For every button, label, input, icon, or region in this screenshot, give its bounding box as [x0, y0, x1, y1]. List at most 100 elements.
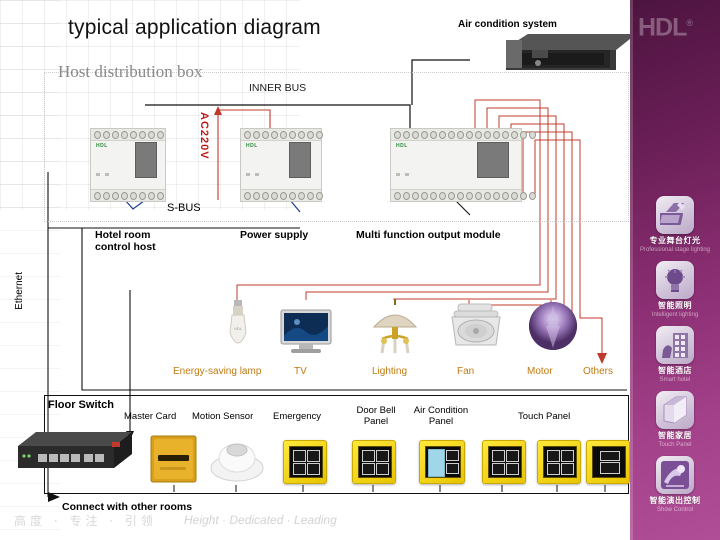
panel-button[interactable]: [293, 450, 306, 462]
sidebar-label-en: Smart hotel: [659, 377, 691, 383]
label-inner-bus: INNER BUS: [249, 82, 307, 94]
panel-button[interactable]: [307, 450, 320, 462]
image-lighting-lamp: [366, 297, 424, 357]
sidebar-item-intelligent-lighting[interactable]: 智能照明 Intelligent lighting: [630, 261, 720, 319]
sidebar-label-en: Touch Panel: [658, 442, 692, 448]
panel-screen: [543, 446, 577, 478]
panel-label-air-condition-panel: Air Condition Panel: [406, 405, 476, 427]
panel-button[interactable]: [600, 462, 620, 474]
load-label-others: Others: [583, 366, 614, 377]
device-hotel-room-control-host[interactable]: HDL: [90, 128, 166, 202]
device-air-conditioner-unit[interactable]: [498, 30, 638, 75]
sidebar-item-smart-hotel[interactable]: 智能酒店 Smart hotel: [630, 326, 720, 384]
status-leds: [96, 173, 109, 176]
terminal-screws-bottom: [244, 192, 323, 200]
label-floor-switch: Floor Switch: [48, 399, 114, 411]
hdl-logo: HDL®: [638, 8, 716, 41]
sidebar-label-en: Show Control: [656, 507, 694, 513]
panel-button[interactable]: [376, 450, 389, 462]
hdl-brand-mark: HDL: [396, 143, 408, 149]
panel-button[interactable]: [446, 463, 459, 474]
terminal-strip-bottom: [91, 189, 165, 201]
host-distribution-box-outline: [44, 72, 629, 222]
panel-button[interactable]: [446, 450, 459, 461]
panel-button[interactable]: [492, 450, 505, 462]
svg-text:HDL: HDL: [234, 326, 243, 331]
terminal-screws: [244, 131, 323, 139]
sidebar-item-professional-stage-lighting[interactable]: 专业舞台灯光 Professional stage lighting: [630, 196, 720, 254]
image-motor: [528, 300, 578, 352]
panel-label-door-bell-line1: Door Bell: [356, 405, 396, 416]
sidebar-label-cn: 智能酒店: [658, 366, 692, 375]
terminal-screws-bottom: [94, 192, 164, 200]
label-ethernet: Ethernet: [14, 272, 25, 310]
panel-button[interactable]: [547, 463, 560, 475]
device-power-supply[interactable]: HDL: [240, 128, 323, 202]
panel-button[interactable]: [600, 451, 620, 461]
panel-label-motion-sensor: Motion Sensor: [192, 411, 254, 422]
load-label-lighting: Lighting: [372, 366, 408, 377]
panel-screen: [592, 446, 626, 478]
label-power-supply: Power supply: [240, 229, 309, 241]
module-display-window: [289, 142, 311, 178]
panel-label-door-bell-panel: Door Bell Panel: [348, 405, 404, 427]
panel-button[interactable]: [362, 450, 375, 462]
status-leds: [396, 173, 409, 176]
load-label-motor: Motor: [527, 366, 553, 377]
stage-console-icon: [656, 196, 694, 234]
device-touch-panel[interactable]: [482, 440, 526, 484]
hotel-icon: [656, 326, 694, 364]
footer-tagline: 高度 · 专注 · 引领 Height · Dedicated · Leadin…: [14, 512, 344, 532]
panel-label-air-condition-line1: Air Condition: [413, 405, 469, 416]
sidebar-label-cn: 专业舞台灯光: [649, 236, 701, 245]
show-control-icon: [656, 456, 694, 494]
sidebar-item-stage-show-control[interactable]: 智能演出控制 Show Control: [630, 456, 720, 514]
panel-button[interactable]: [561, 463, 574, 475]
device-air-condition-panel[interactable]: [419, 440, 465, 484]
panel-button[interactable]: [376, 463, 389, 475]
panel-button[interactable]: [492, 463, 505, 475]
label-air-condition-system: Air condition system: [458, 19, 557, 30]
device-door-bell-panel[interactable]: [352, 440, 396, 484]
image-tv: [279, 308, 333, 356]
terminal-screws: [394, 131, 536, 139]
load-label-tv: TV: [294, 366, 307, 377]
device-emergency-panel[interactable]: [283, 440, 327, 484]
panel-button[interactable]: [362, 463, 375, 475]
sidebar-label-cn: 智能家居: [658, 431, 692, 440]
panel-label-emergency: Emergency: [273, 411, 322, 422]
device-touch-panel[interactable]: [586, 440, 630, 484]
panel-label-door-bell-line2: Panel: [363, 416, 389, 427]
device-floor-switch[interactable]: [14, 424, 134, 478]
panel-button[interactable]: [506, 450, 519, 462]
panel-screen: [488, 446, 522, 478]
load-label-energy-saving-lamp: Energy-saving lamp: [173, 366, 262, 377]
status-leds: [246, 173, 259, 176]
sidebar-item-touch-panel-series[interactable]: 智能家居 Touch Panel: [630, 391, 720, 449]
device-motion-sensor[interactable]: [210, 436, 264, 482]
panel-button[interactable]: [547, 450, 560, 462]
image-fan: [448, 300, 504, 355]
terminal-strip-bottom: [391, 189, 536, 201]
panel-button[interactable]: [293, 463, 306, 475]
panel-button[interactable]: [561, 450, 574, 462]
terminal-strip-bottom: [241, 189, 323, 201]
device-multi-function-output-module[interactable]: HDL: [390, 128, 536, 202]
label-multi-function-output-module: Multi function output module: [356, 229, 501, 241]
terminal-screws-bottom: [394, 192, 536, 200]
panel-button[interactable]: [506, 463, 519, 475]
device-master-card-reader[interactable]: [150, 435, 197, 483]
terminal-screws: [94, 131, 164, 139]
device-touch-panel[interactable]: [537, 440, 581, 484]
panel-screen: [289, 446, 323, 478]
sidebar-label-en: Intelligent lighting: [651, 312, 699, 318]
hdl-brand-mark: HDL: [96, 143, 108, 149]
label-s-bus: S-BUS: [167, 202, 201, 214]
panel-label-touch-panel: Touch Panel: [518, 411, 571, 422]
hdl-brand-mark: HDL: [246, 143, 258, 149]
bulb-icon: [656, 261, 694, 299]
section-title-host-distribution-box: Host distribution box: [58, 62, 203, 81]
footer-tagline-en: Height · Dedicated · Leading: [184, 513, 337, 527]
panel-button[interactable]: [307, 463, 320, 475]
panel-label-air-condition-line2: Panel: [428, 416, 454, 427]
